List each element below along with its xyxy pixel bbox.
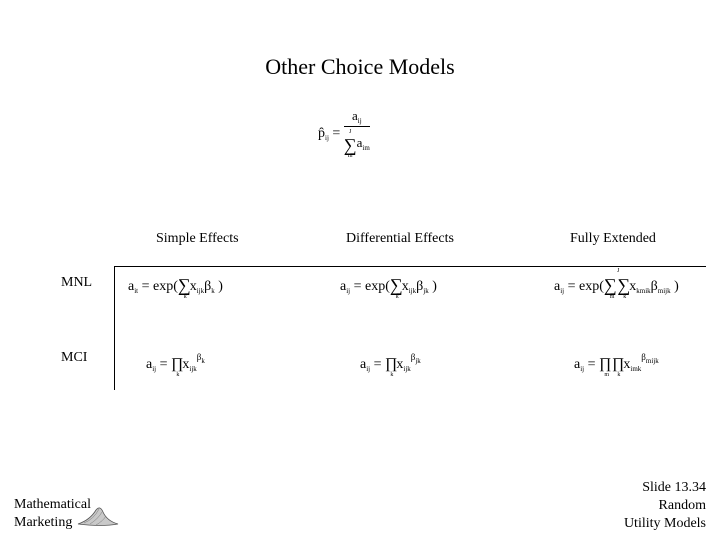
top-formula: p̂ij = aij J ∑ m aim [318,108,370,160]
top-sum-icon: ∑ [343,135,357,155]
product-icon: ∏ [612,356,625,372]
top-numerator: a [351,108,358,123]
slide-title: Other Choice Models [265,54,455,79]
top-sum-top: J [349,129,352,135]
sum-icon: ∑ [177,275,191,295]
table-horizontal-rule [114,266,706,267]
top-sum-bottom: m [347,153,353,159]
p-hat-sub: ij [325,134,329,143]
row-label-mnl: MNL [61,275,93,290]
formula-mnl-differential: aij = exp(∑kxijkβjk ) [340,275,437,300]
slide-number: Slide 13.34 [642,480,706,495]
top-denominator: a [356,134,363,150]
sum-icon: ∑ [389,275,403,295]
formula-mci-simple: aij = ∏kxijkβk [146,352,205,378]
column-header-fully-extended: Fully Extended [570,231,656,246]
row-label-mci: MCI [61,350,88,365]
logo-text: Mathematical Marketing [14,497,91,530]
product-icon: ∏ [385,356,398,372]
slide-info: Slide 13.34 Random Utility Models [623,480,706,531]
column-header-differential: Differential Effects [346,231,454,246]
sum-top-index: J [617,268,620,274]
product-icon: ∏ [171,356,184,372]
column-header-simple: Simple Effects [156,231,239,246]
formula-mnl-simple: ait = exp(∑kxijkβk ) [128,275,223,300]
formula-mci-differential: aij = ∏kxijkβjk [360,352,421,378]
top-fraction: aij J ∑ m aim [343,108,370,160]
top-numerator-sub: ij [357,117,362,125]
product-icon: ∏ [599,356,612,372]
formula-mnl-fully-extended: aij = exp(∑m∑kxkmikβmijk ) J [554,268,679,300]
formula-mci-fully-extended: aij = ∏m∏kximkβmijk [574,352,659,378]
sum-icon: ∑ [617,275,631,295]
top-denominator-sub: im [362,143,370,152]
p-hat: p̂ [318,126,325,142]
table-vertical-rule [114,266,115,390]
surface-logo-icon [77,507,119,526]
sum-icon: ∑ [603,275,617,295]
